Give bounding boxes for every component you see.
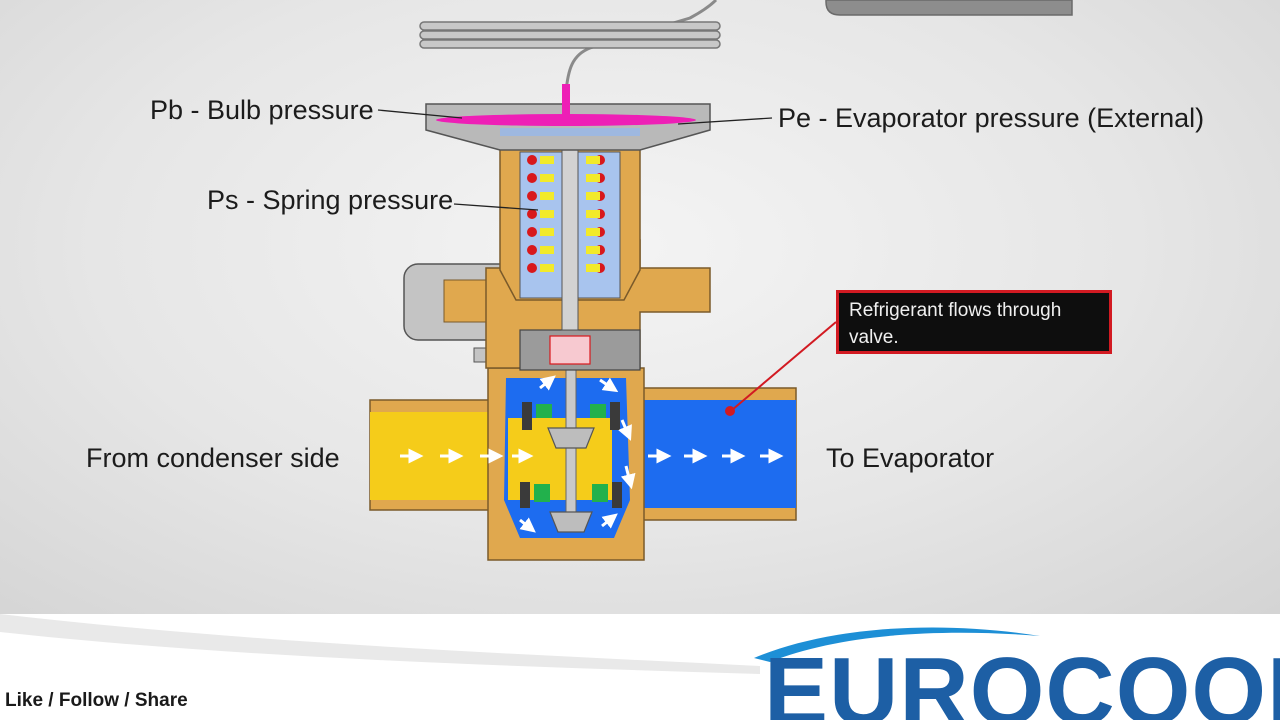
packing-spring	[549, 335, 591, 365]
flow-arrows	[400, 375, 784, 533]
valve-needle	[547, 319, 595, 533]
spring-coil-segment	[540, 210, 554, 218]
bulb-pressure-label: Pb - Bulb pressure	[150, 95, 374, 125]
spring-coil-dot	[527, 191, 537, 201]
spring-coil-segment	[586, 210, 600, 218]
spring-coil-segment	[586, 246, 600, 254]
spring-coil-dot	[527, 173, 537, 183]
flow-arrow	[539, 375, 556, 391]
capillary-coil	[419, 21, 721, 49]
valve-diagram	[369, 0, 1073, 561]
callout-text: Refrigerant flows through valve.	[849, 300, 1062, 348]
spring-coil-dot	[527, 263, 537, 273]
to-evaporator-label: To Evaporator	[826, 443, 995, 473]
spring-coil-dot	[527, 209, 537, 219]
social-links[interactable]: Like / Follow / Share	[5, 690, 188, 711]
footer-bar: Like / Follow / Share EUROCOOL	[0, 614, 1280, 720]
spring-coil-segment	[540, 246, 554, 254]
spring-coil-segment	[540, 156, 554, 164]
flow-arrow	[599, 377, 619, 393]
spring-coil-dot	[527, 155, 537, 165]
flow-callout: Refrigerant flows through valve.	[836, 290, 1112, 354]
spring-coil-segment	[540, 174, 554, 182]
callout-pointer	[725, 321, 837, 416]
spring-coil-segment	[586, 156, 600, 164]
seat-seals	[520, 402, 622, 508]
flow-arrow	[519, 517, 536, 533]
leader-lines	[377, 109, 773, 211]
from-condenser-label: From condenser side	[86, 443, 340, 473]
flow-arrow	[620, 465, 636, 490]
footer-swoosh	[0, 614, 1040, 674]
spring-coil-segment	[586, 192, 600, 200]
spring-coil-dot	[527, 245, 537, 255]
flow-arrow	[618, 419, 632, 441]
spring-coil-segment	[540, 228, 554, 236]
spring-coil-segment	[540, 192, 554, 200]
diaphragm-head	[425, 84, 711, 151]
spring-pressure-label: Ps - Spring pressure	[207, 185, 454, 215]
eurocool-logo: EUROCOOL	[764, 638, 1280, 720]
spring-coil-dot	[527, 227, 537, 237]
spring-coil-segment	[586, 228, 600, 236]
evaporator-pressure-label: Pe - Evaporator pressure (External)	[778, 103, 1205, 133]
spring-coils	[527, 155, 605, 273]
spring-coil-segment	[586, 174, 600, 182]
valve-stem	[561, 149, 579, 331]
sensing-bulb	[825, 0, 1073, 16]
spring-coil-segment	[586, 264, 600, 272]
spring-coil-segment	[540, 264, 554, 272]
diagram-stage: Pb - Bulb pressure Pe - Evaporator press…	[0, 0, 1280, 614]
flow-arrow	[601, 513, 618, 529]
